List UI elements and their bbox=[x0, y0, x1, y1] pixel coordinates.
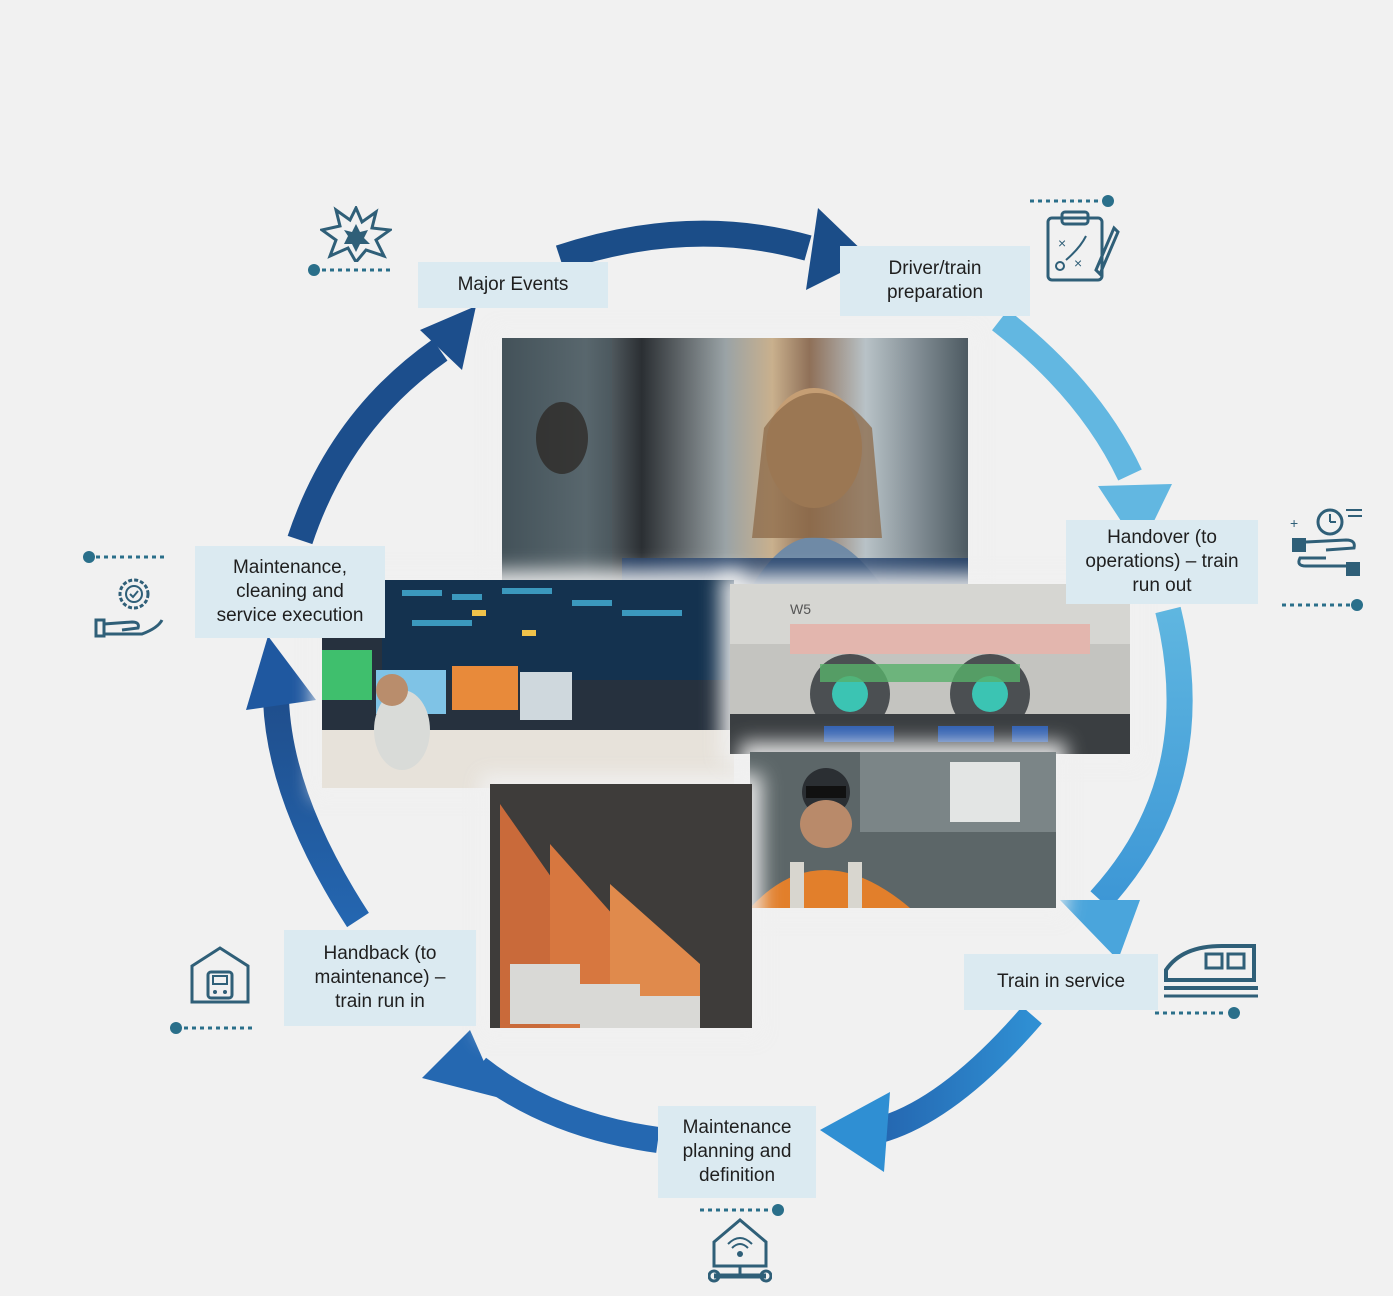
stage-maintenance-execution: Maintenance, cleaning and service execut… bbox=[195, 546, 385, 638]
stage-label: Handover (to operations) – train run out bbox=[1085, 527, 1239, 596]
stage-handover: Handover (to operations) – train run out bbox=[1066, 520, 1258, 604]
stage-label: Driver/train preparation bbox=[886, 258, 984, 303]
hand-badge-icon bbox=[94, 578, 164, 638]
arrow-top bbox=[555, 208, 870, 290]
explosion-icon bbox=[320, 206, 392, 262]
leader-lines bbox=[83, 195, 1363, 1216]
arrow-right-upper bbox=[992, 309, 1172, 550]
svg-text:×: × bbox=[1074, 255, 1082, 271]
depot-trains-photo bbox=[490, 784, 752, 1028]
stage-label: Train in service bbox=[996, 971, 1126, 992]
ar-technician-photo bbox=[750, 752, 1056, 908]
stage-label: Maintenance planning and definition bbox=[682, 1117, 792, 1186]
control-room-photo bbox=[322, 580, 734, 788]
bogie-model-photo: W5 bbox=[730, 584, 1130, 754]
rotate-button bbox=[938, 726, 994, 742]
arrow-bottom-right bbox=[820, 1006, 1042, 1172]
stage-train-in-service: Train in service bbox=[964, 954, 1158, 1010]
stage-label: Major Events bbox=[457, 274, 569, 295]
stage-major-events: Major Events bbox=[418, 262, 608, 308]
depot-icon bbox=[190, 946, 250, 1004]
stage-driver-train-preparation: Driver/train preparation bbox=[840, 246, 1030, 316]
reset-button bbox=[1012, 726, 1048, 742]
train-icon bbox=[1164, 944, 1258, 998]
stage-maintenance-planning: Maintenance planning and definition bbox=[658, 1106, 816, 1198]
stage-handback: Handback (to maintenance) – train run in bbox=[284, 930, 476, 1026]
arrow-left-lower bbox=[246, 636, 369, 928]
arrow-bottom-left bbox=[422, 1030, 660, 1153]
arrow-right-lower bbox=[1060, 606, 1193, 960]
bogie-tag-w5: W5 bbox=[790, 601, 811, 617]
stage-label: Maintenance, cleaning and service execut… bbox=[216, 557, 364, 626]
passenger-photo bbox=[502, 338, 968, 586]
clipboard-strategy-icon: × × bbox=[1046, 210, 1120, 282]
svg-text:×: × bbox=[1058, 235, 1066, 251]
svg-text:+: + bbox=[1290, 515, 1298, 531]
arrow-left-upper bbox=[287, 306, 476, 545]
select-mode-button bbox=[824, 726, 894, 742]
handover-clock-icon: + bbox=[1290, 508, 1362, 576]
stage-label: Handback (to maintenance) – train run in bbox=[314, 943, 446, 1012]
smart-home-wrench-icon bbox=[708, 1218, 772, 1283]
